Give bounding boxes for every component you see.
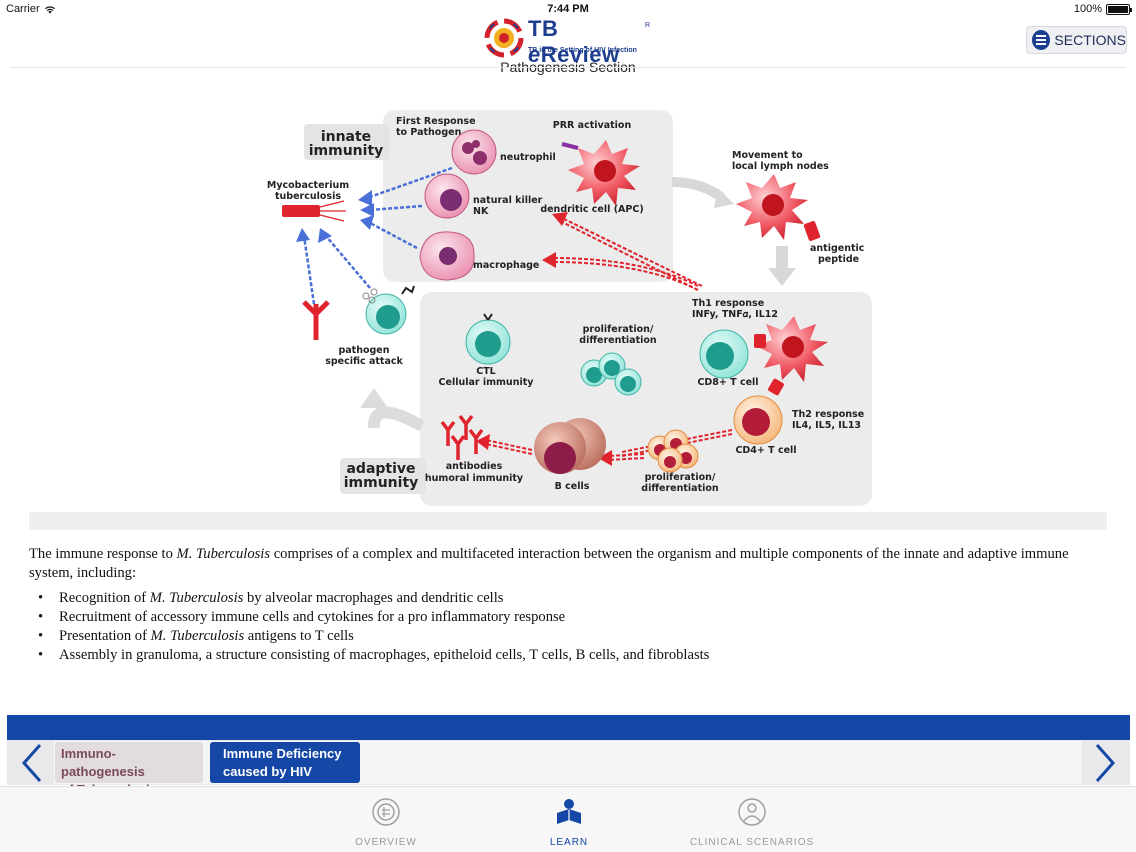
immune-response-diagram: innate immunity adaptive immunity Mycoba… (267, 110, 872, 506)
article-body: The immune response to M. Tuberculosis c… (29, 545, 1109, 665)
sections-button-label: SECTIONS (1054, 32, 1126, 48)
antigenic-label-1: antigentic (810, 243, 864, 254)
adaptive-label-1: adaptive (346, 461, 415, 477)
battery-icon (1106, 3, 1132, 15)
logo-title: TB eReview (528, 16, 620, 67)
tab-clinical-scenarios[interactable]: CLINICAL SCENARIOS (652, 787, 852, 852)
prolif-bottom-label-2: differentiation (641, 483, 719, 494)
dendritic-cell (568, 140, 640, 206)
antibodies-label-2: humoral immunity (425, 473, 524, 484)
dendritic-cell-label: dendritic cell (APC) (540, 204, 643, 215)
header-divider (10, 67, 1126, 68)
chevron-right-icon (1095, 743, 1116, 782)
bullet-list: Recognition of M. Tuberculosis by alveol… (29, 589, 1109, 665)
topic-chip-immuno-pathogenesis[interactable]: Immuno-pathogenesis of Tuberculosis (55, 742, 203, 797)
prolif-top-label-2: differentiation (579, 335, 657, 346)
movement-label-1: Movement to (732, 150, 803, 161)
list-item: Recognition of M. Tuberculosis by alveol… (29, 589, 1109, 608)
pathogen-attack-label-2: specific attack (325, 356, 403, 367)
natural-killer-label-2: NK (473, 206, 489, 217)
th1-label-2: INFy, TNF𝛼, IL12 (692, 309, 778, 320)
menu-list-icon (1032, 30, 1051, 50)
mycobacterium-label-2: tuberculosis (275, 191, 341, 202)
neutrophil-label: neutrophil (500, 152, 556, 163)
lymph-dendritic-cell (756, 316, 828, 382)
innate-label-box (304, 124, 390, 160)
app-header: TB eReview R TB in the Setting of HIV In… (0, 16, 1136, 75)
topic-nav-band (7, 715, 1130, 740)
natural-killer-label-1: natural killer (473, 195, 543, 206)
ctl-label-2: Cellular immunity (439, 377, 535, 388)
wifi-icon (44, 5, 55, 13)
learn-icon (557, 799, 581, 824)
tab-overview-label: OVERVIEW (355, 837, 417, 848)
chevron-left-icon (21, 743, 42, 782)
clock: 7:44 PM (547, 3, 589, 15)
topic-chip-line-1: Immune Deficiency (223, 746, 342, 761)
prolif-top-label-1: proliferation/ (583, 324, 654, 335)
logo-emblem-icon (484, 18, 524, 58)
first-response-1: First Response (396, 116, 476, 127)
movement-label-2: local lymph nodes (732, 161, 829, 172)
carrier-label: Carrier (6, 3, 40, 15)
topic-nav-strip: Immuno-pathogenesis of Tuberculosis Immu… (7, 740, 1130, 797)
antibody-left (302, 300, 330, 340)
status-bar: Carrier 7:44 PM 100% (0, 0, 1136, 18)
adaptive-label-2: immunity (344, 475, 419, 491)
topic-chip-line-1: Immuno-pathogenesis (61, 746, 145, 779)
adaptive-label-box (340, 458, 426, 494)
topic-chip-immune-deficiency[interactable]: Immune Deficiency caused by HIV (210, 742, 360, 783)
tab-overview[interactable]: OVERVIEW (286, 787, 486, 852)
caption-bar (29, 512, 1107, 530)
innate-label-1: innate (321, 129, 371, 145)
topic-chip-track (54, 741, 1082, 784)
list-item: Assembly in granuloma, a structure consi… (29, 646, 1109, 665)
mycobacterium-label-1: Mycobacterium (267, 180, 349, 191)
intro-paragraph: The immune response to M. Tuberculosis c… (29, 546, 1069, 581)
cd8-label: CD8+ T cell (697, 377, 758, 388)
b-cells-label: B cells (555, 481, 590, 492)
first-response-2: to Pathogen (396, 127, 462, 138)
antibodies-label-1: antibodies (446, 461, 503, 472)
ctl-label-1: CTL (476, 366, 496, 377)
logo-subtitle: TB in the Setting of HIV Infection (528, 47, 637, 54)
registered-mark: R (645, 22, 651, 29)
clinical-scenarios-icon (738, 798, 766, 826)
topic-chip-line-2: caused by HIV (223, 764, 312, 779)
carrier-group: Carrier (6, 3, 56, 15)
innate-label-2: immunity (309, 143, 384, 159)
migrating-dendritic-cell (736, 174, 808, 240)
tab-learn[interactable]: LEARN (469, 787, 669, 852)
list-item: Presentation of M. Tuberculosis antigens… (29, 627, 1109, 646)
overview-icon (372, 798, 400, 826)
cd4-label: CD4+ T cell (735, 445, 796, 456)
tab-learn-label: LEARN (549, 837, 589, 848)
sections-button[interactable]: SECTIONS (1026, 26, 1127, 54)
antibodies-cluster (440, 414, 484, 460)
tb-ereview-logo: TB eReview R TB in the Setting of HIV In… (484, 16, 656, 67)
prolif-bottom-label-1: proliferation/ (645, 472, 716, 483)
th2-label-2: IL4, IL5, IL13 (792, 420, 861, 431)
mycobacterium-rod (282, 205, 320, 217)
th2-label-1: Th2 response (792, 409, 864, 420)
antigenic-label-2: peptide (818, 254, 859, 265)
next-topic-button[interactable] (1084, 740, 1126, 785)
pathogen-attack-label-1: pathogen (338, 345, 389, 356)
tab-clinical-scenarios-label: CLINICAL SCENARIOS (689, 837, 815, 848)
battery-group: 100% (1073, 3, 1132, 15)
prr-activation-label: PRR activation (553, 120, 632, 131)
macrophage-label: macrophage (473, 260, 539, 271)
list-item: Recruitment of accessory immune cells an… (29, 608, 1109, 627)
bottom-tab-bar: OVERVIEW LEARN CLINICAL SCENARIOS (0, 786, 1136, 852)
th1-label-1: Th1 response (692, 298, 764, 309)
battery-percent: 100% (1073, 3, 1102, 15)
previous-topic-button[interactable] (11, 740, 53, 785)
